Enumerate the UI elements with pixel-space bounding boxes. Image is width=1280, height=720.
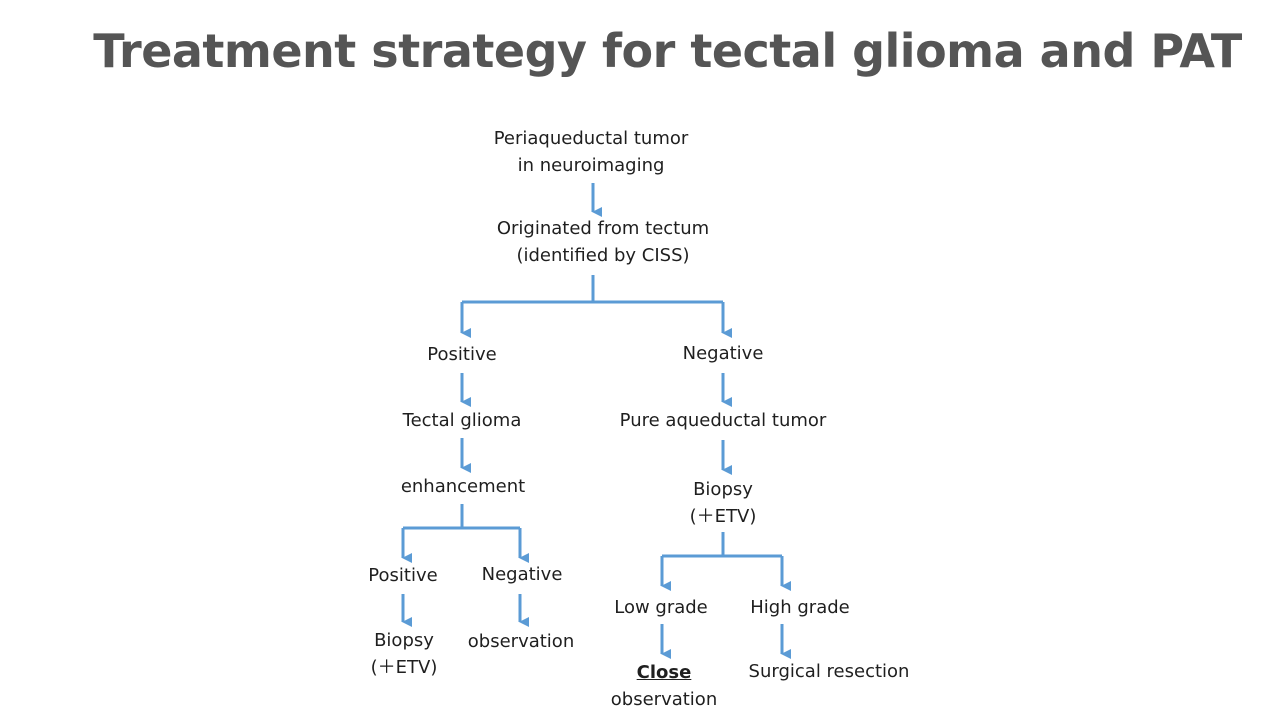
node-positive: Positive [427, 344, 497, 365]
node-biopsy-etv-right: Biopsy (＋ETV) [689, 479, 757, 527]
node-originated-from-tectum: Originated from tectum (identified by CI… [496, 218, 710, 266]
node-enhancement-positive: Positive [368, 565, 438, 586]
node-tectal-glioma: Tectal glioma [402, 410, 522, 431]
node-negative: Negative [682, 343, 764, 364]
node-biopsy-etv-left: Biopsy (＋ETV) [370, 630, 438, 678]
node-high-grade: High grade [750, 597, 850, 618]
node-periaqueductal-tumor: Periaqueductal tumor in neuroimaging [493, 128, 689, 176]
page-title: Treatment strategy for tectal glioma and… [93, 24, 1242, 78]
node-surgical-resection: Surgical resection [748, 661, 910, 682]
node-enhancement-negative: Negative [481, 564, 563, 585]
node-observation: observation [467, 631, 575, 652]
node-enhancement: enhancement [400, 476, 526, 497]
node-low-grade: Low grade [614, 597, 708, 618]
close-emphasis: Close [636, 662, 692, 683]
node-pure-aqueductal-tumor: Pure aqueductal tumor [619, 410, 827, 431]
node-close-observation: Close observation [611, 659, 717, 713]
